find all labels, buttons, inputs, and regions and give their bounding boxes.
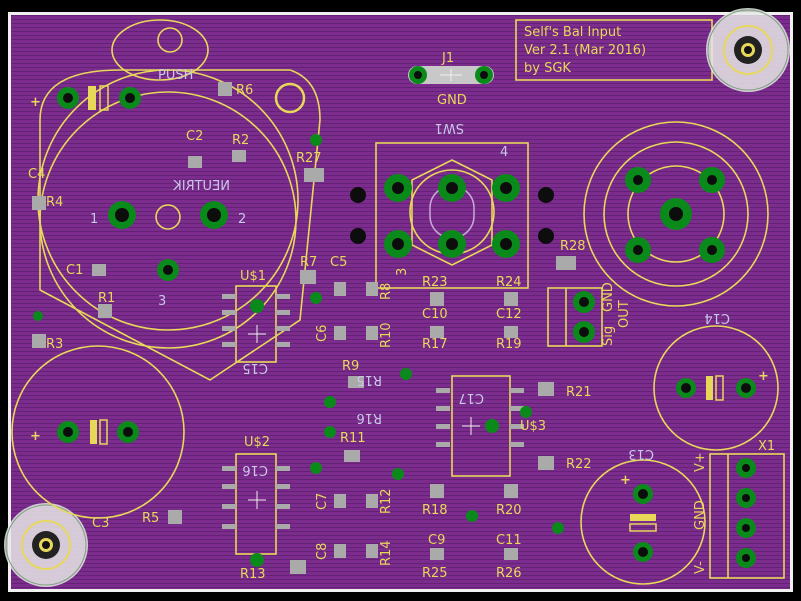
refdes-labels: C2 R2 R6 R27 R4 C1 R1 R3 R7 C5 R8 C6 R10… <box>46 83 592 582</box>
label-r10: R10 <box>379 322 394 348</box>
label-r26: R26 <box>496 566 522 581</box>
title-line-3: by SGK <box>524 61 571 76</box>
push-label: PUSH <box>158 68 193 83</box>
c14-label: C14 <box>704 310 730 325</box>
label-r24: R24 <box>496 275 522 290</box>
smd-passives <box>32 82 576 574</box>
label-r22: R22 <box>566 457 592 472</box>
x1-gnd-label: GND <box>693 500 708 530</box>
c15-label: C15 <box>242 360 268 375</box>
label-r11: R11 <box>340 431 366 446</box>
label-r23: R23 <box>422 275 448 290</box>
label-r25: R25 <box>422 566 448 581</box>
label-r16: R16 <box>356 410 382 425</box>
capacitor-c13: + C13 <box>580 446 706 585</box>
xlr-pin1-label: 1 <box>90 212 98 227</box>
label-r18: R18 <box>422 503 448 518</box>
sw1-pin3-label: 3 <box>395 268 410 276</box>
label-r20: R20 <box>496 503 522 518</box>
label-c9: C9 <box>428 533 445 548</box>
title-line-2: Ver 2.1 (Mar 2016) <box>524 43 646 58</box>
xlr-brand: NEUTRIK <box>173 179 230 194</box>
c13-label: C13 <box>628 446 654 461</box>
xlr-pin2-label: 2 <box>238 212 246 227</box>
connector-j1: J1 GND <box>408 51 494 108</box>
label-r15: R15 <box>356 372 382 387</box>
u1-label: U$1 <box>240 269 266 284</box>
label-r14: R14 <box>379 540 394 566</box>
ic-u2: U$2 C16 <box>222 435 290 567</box>
u3-label: U$3 <box>520 419 546 434</box>
label-r2: R2 <box>232 133 249 148</box>
label-r13: R13 <box>240 567 266 582</box>
c3-label: C3 <box>92 516 109 531</box>
xlr-pin3-label: 3 <box>158 294 166 309</box>
sw1-pin4-label: 4 <box>500 145 508 160</box>
c16-label: C16 <box>242 462 268 477</box>
capacitor-c4: + C4 <box>28 85 141 182</box>
label-r3: R3 <box>46 337 63 352</box>
label-c6: C6 <box>315 325 330 342</box>
label-r28: R28 <box>560 239 586 254</box>
label-r9: R9 <box>342 359 359 374</box>
label-c1: C1 <box>66 263 83 278</box>
title-line-1: Self's Bal Input <box>524 25 621 40</box>
label-c11: C11 <box>496 533 522 548</box>
x1-vminus-label: V- <box>693 561 708 574</box>
ic-u1: U$1 C15 <box>222 269 290 375</box>
u2-label: U$2 <box>244 435 270 450</box>
label-r19: R19 <box>496 337 522 352</box>
label-r5: R5 <box>142 511 159 526</box>
switch-sw1: C2 SW1 3 4 <box>350 120 554 289</box>
output-jack <box>583 121 769 307</box>
copper-pour <box>11 15 790 589</box>
c4-plus: + <box>30 95 41 110</box>
sw1-refdes: SW1 <box>435 120 464 135</box>
xlr-input-connector: PUSH NEUTRIK 1 2 3 <box>37 19 321 381</box>
x1-vplus-label: V+ <box>693 452 708 472</box>
label-r12: R12 <box>379 488 394 514</box>
label-r4: R4 <box>46 195 63 210</box>
label-r1: R1 <box>98 291 115 306</box>
out-gnd-label: GND <box>601 282 616 312</box>
power-terminal-x1: C4 X1 V+ GND V- <box>693 439 785 579</box>
c13-plus: + <box>620 473 631 488</box>
ic-u3: C17 U$3 <box>436 375 546 477</box>
label-c2: C2 <box>186 129 203 144</box>
label-c8: C8 <box>315 543 330 560</box>
capacitor-c3: + C3 <box>11 345 185 531</box>
label-r8: R8 <box>379 283 394 300</box>
sig-label: Sig <box>601 326 616 346</box>
label-c5: C5 <box>330 255 347 270</box>
x1-refdes: X1 <box>758 439 775 454</box>
label-r27: R27 <box>296 151 322 166</box>
out-terminal: Sig GND OUT <box>547 282 632 347</box>
label-r17: R17 <box>422 337 448 352</box>
c4-label: C4 <box>28 167 45 182</box>
label-r6: R6 <box>236 83 253 98</box>
j1-label: J1 <box>441 51 454 66</box>
c3-plus: + <box>30 429 41 444</box>
out-label: OUT <box>617 300 632 328</box>
capacitor-c14: + C14 <box>653 310 779 451</box>
title-block: Self's Bal Input Ver 2.1 (Mar 2016) by S… <box>515 19 713 81</box>
label-r7: R7 <box>300 255 317 270</box>
mounting-hole-bottom-left <box>4 503 88 587</box>
j1-gnd-label: GND <box>437 93 467 108</box>
label-r21: R21 <box>566 385 592 400</box>
vias <box>33 134 564 534</box>
label-c12: C12 <box>496 307 522 322</box>
label-c7: C7 <box>315 493 330 510</box>
label-c10: C10 <box>422 307 448 322</box>
c17-label: C17 <box>458 390 484 405</box>
c14-plus: + <box>758 369 769 384</box>
mounting-hole-top-right <box>706 8 790 92</box>
